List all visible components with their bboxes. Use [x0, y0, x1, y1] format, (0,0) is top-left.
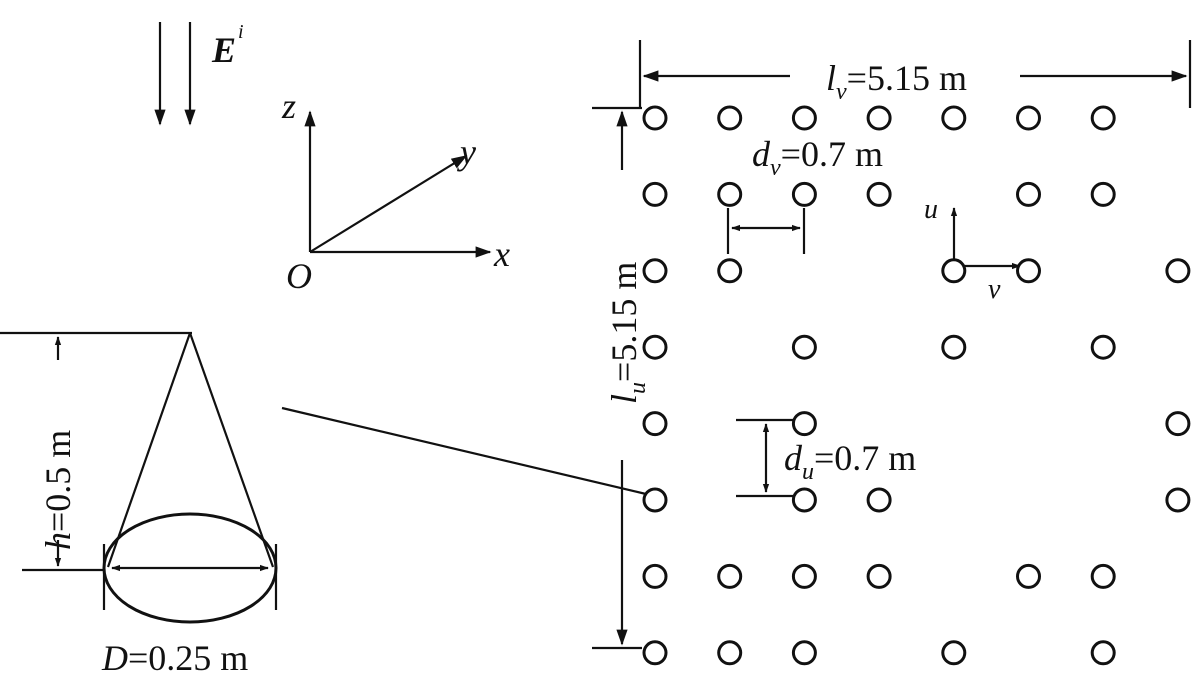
array-element — [717, 105, 743, 131]
origin-label: O — [286, 256, 312, 296]
array-element — [717, 181, 743, 207]
incident-field-label: E — [211, 30, 236, 70]
array-element — [1090, 105, 1116, 131]
lv-dimension — [638, 40, 1192, 108]
element-array — [642, 105, 1191, 666]
y-axis-label: y — [457, 132, 476, 172]
array-element — [791, 640, 817, 666]
array-element — [642, 487, 668, 513]
array-element — [941, 105, 967, 131]
du-label: du=0.7 m — [784, 438, 916, 485]
cone-diameter-label: D=0.25 m — [101, 638, 248, 678]
array-element — [1090, 563, 1116, 589]
du-dimension — [736, 418, 796, 498]
array-element — [1016, 563, 1041, 589]
array-element — [1090, 334, 1116, 360]
array-element — [717, 640, 743, 666]
array-element — [791, 487, 817, 513]
u-axis-label: u — [924, 194, 938, 225]
array-element — [866, 487, 892, 513]
incident-field-superscript: i — [238, 21, 244, 43]
array-element — [941, 640, 967, 666]
array-element — [866, 563, 892, 589]
array-element — [791, 334, 817, 360]
array-element — [791, 181, 817, 207]
array-element — [1165, 487, 1191, 513]
array-element — [1016, 181, 1041, 207]
cone-element — [0, 331, 278, 624]
lu-label: lu=5.15 m — [604, 262, 651, 404]
array-element — [1090, 181, 1116, 207]
lattice-axes — [950, 207, 1021, 270]
array-element — [941, 258, 967, 284]
incident-field-arrows — [154, 22, 196, 126]
array-element — [866, 181, 892, 207]
x-axis-label: x — [493, 234, 510, 274]
array-element — [717, 258, 743, 284]
array-element — [642, 181, 668, 207]
array-element — [791, 563, 817, 589]
array-element — [1165, 411, 1191, 437]
coordinate-axes — [304, 110, 492, 258]
array-element — [1165, 258, 1191, 284]
leader-line — [281, 406, 647, 496]
array-element — [642, 105, 668, 131]
dv-label: dv=0.7 m — [752, 134, 883, 181]
array-element — [642, 640, 668, 666]
z-axis-label: z — [281, 86, 296, 126]
array-element — [642, 334, 668, 360]
cone-height-label: h=0.5 m — [38, 430, 78, 550]
v-axis-label: v — [988, 274, 1001, 305]
array-element — [791, 105, 817, 131]
array-element — [1016, 258, 1041, 284]
array-element — [1016, 105, 1041, 131]
array-element — [642, 563, 668, 589]
array-element — [1090, 640, 1116, 666]
array-element — [941, 334, 967, 360]
array-element — [642, 258, 668, 284]
array-element — [717, 563, 743, 589]
array-element — [642, 411, 668, 437]
lu-dimension — [592, 106, 642, 650]
array-element — [866, 105, 892, 131]
lv-label: lv=5.15 m — [826, 58, 967, 105]
array-element — [791, 411, 817, 437]
dv-dimension — [726, 208, 806, 254]
